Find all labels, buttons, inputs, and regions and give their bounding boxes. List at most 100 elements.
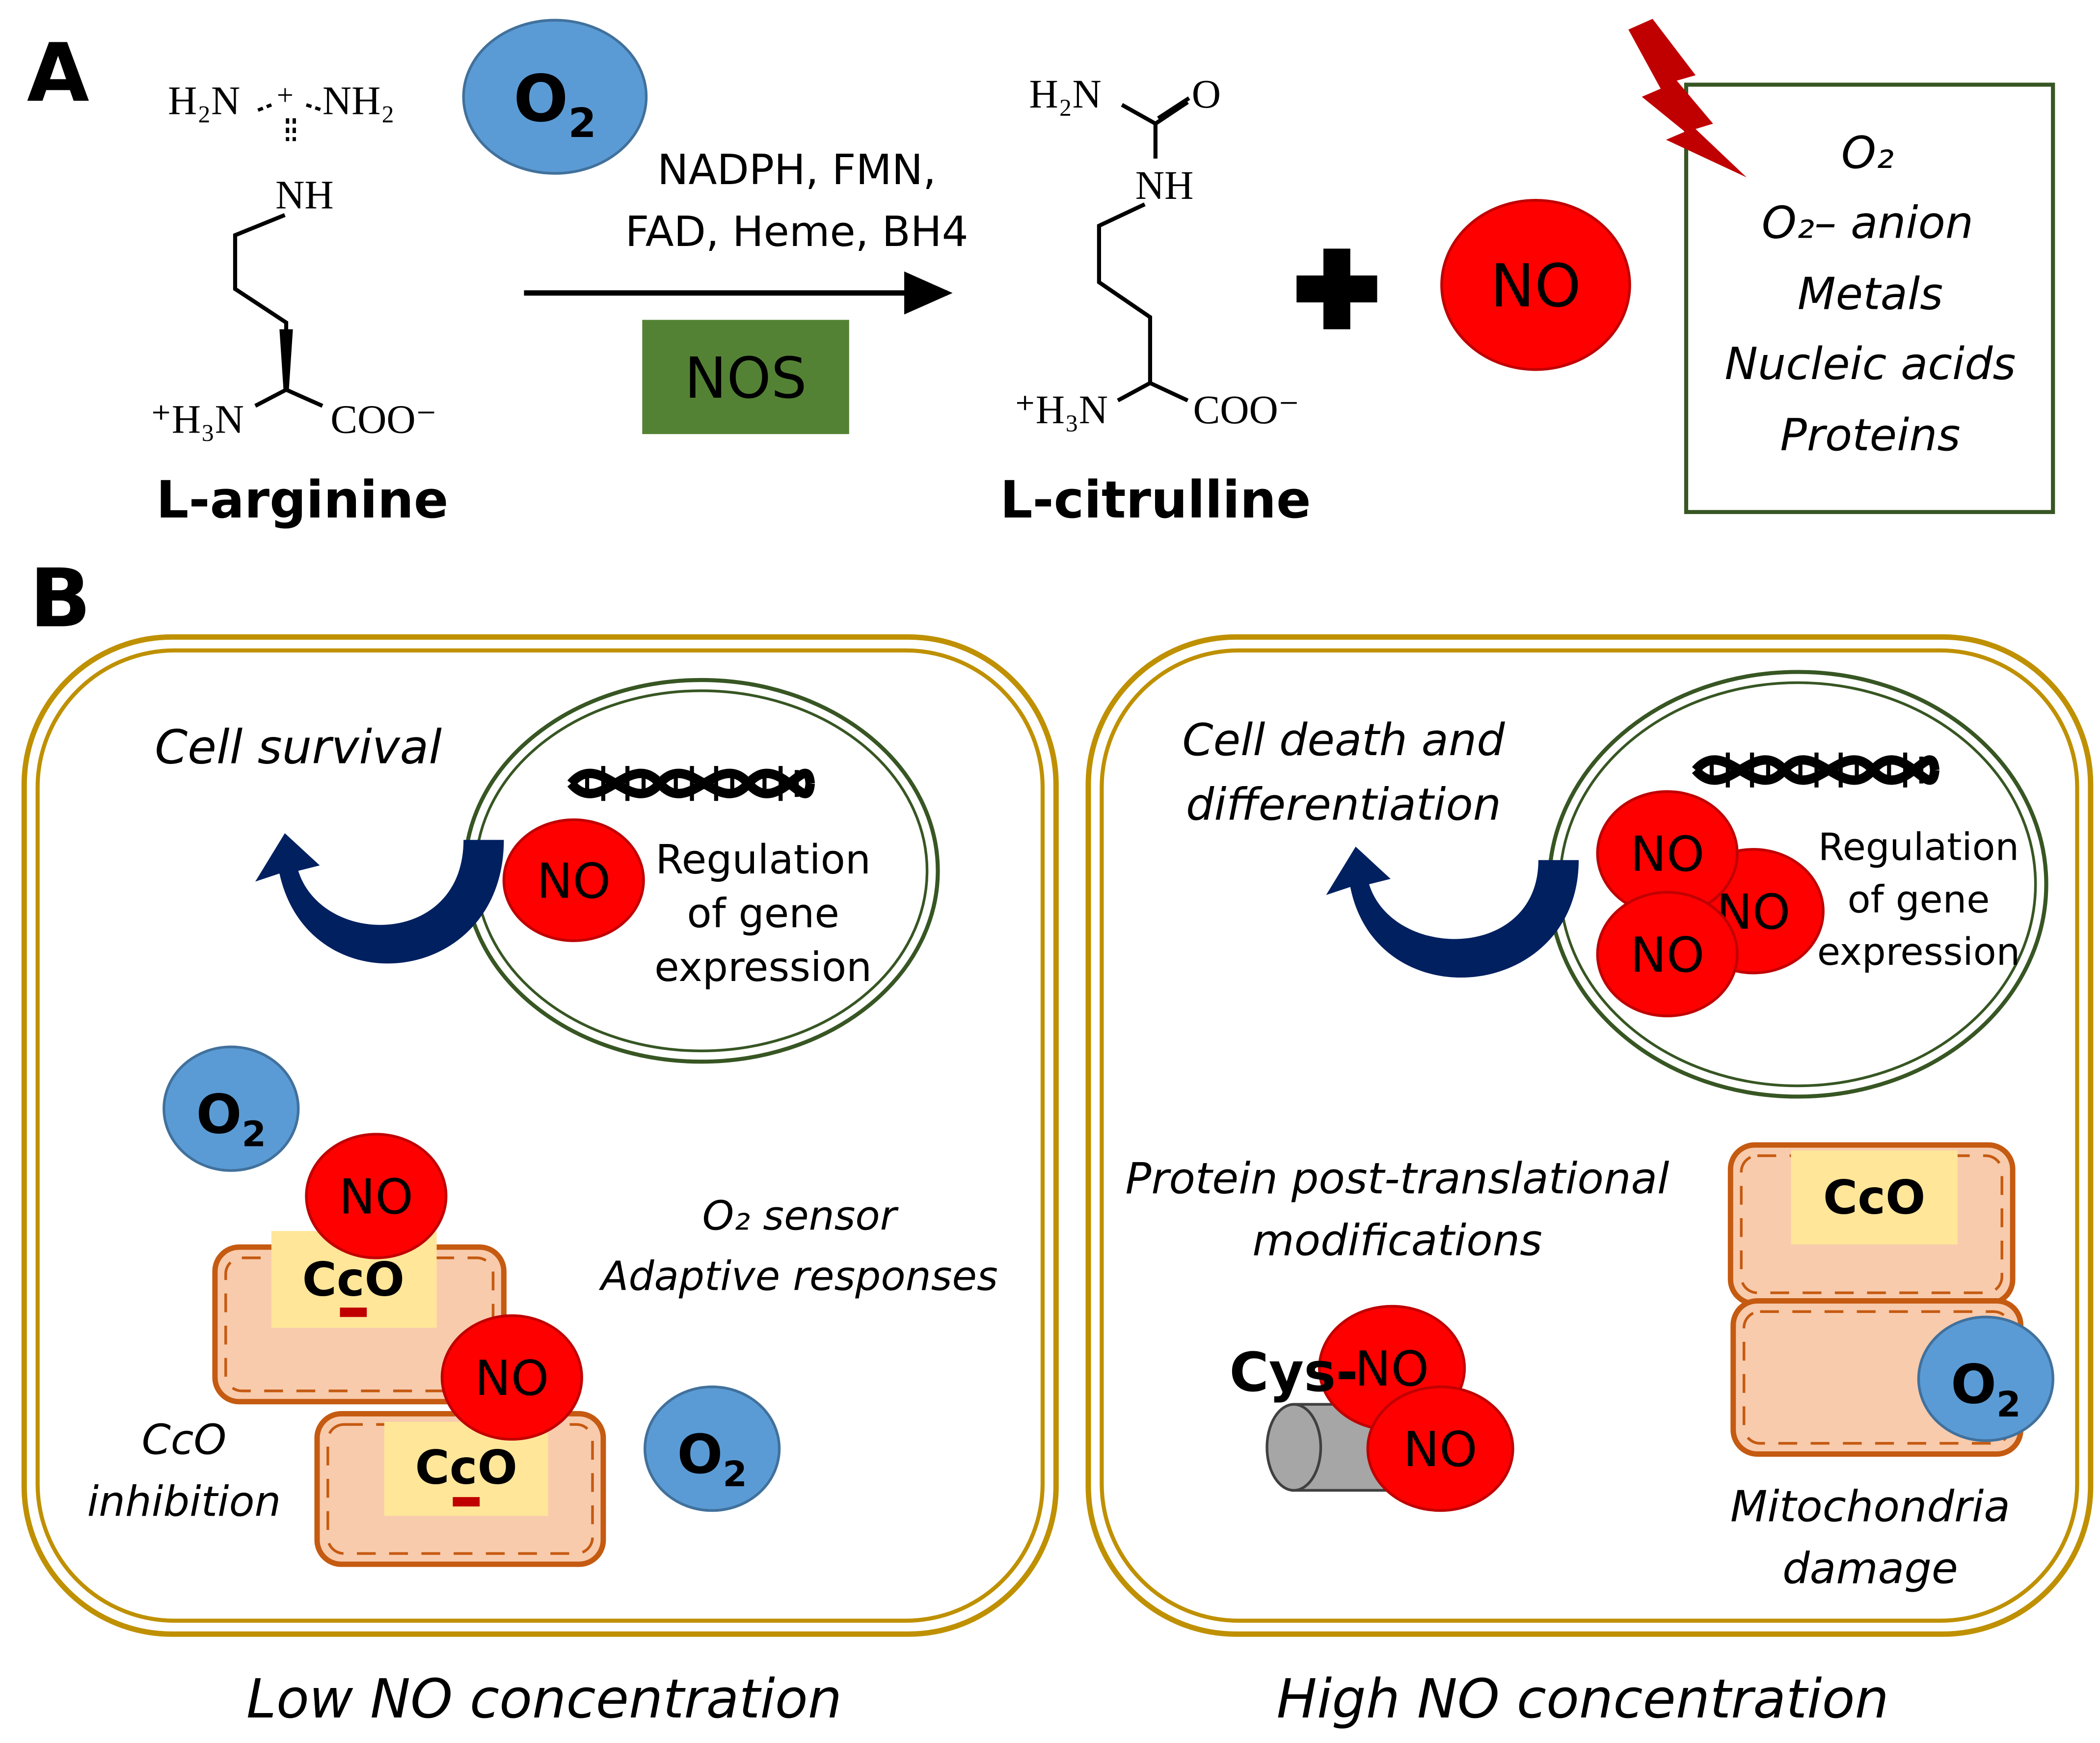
- low-nucleus-no-label: NO: [537, 853, 611, 909]
- high-cco-label: CcO: [1823, 1170, 1926, 1225]
- targets-box: O₂ O₂– anion Metals Nucleic acids Protei…: [1684, 82, 2055, 514]
- oxygen-bubble: [462, 19, 648, 175]
- arginine-carboxyl: COO⁻: [330, 397, 437, 441]
- nos-enzyme-box: NOS: [642, 320, 849, 435]
- target-5: Proteins: [1780, 409, 1960, 461]
- citrulline-urea-bonds: [1121, 96, 1190, 159]
- high-nucleus-no-label-1: NO: [1630, 827, 1704, 883]
- low-no-mid-label: NO: [475, 1351, 549, 1407]
- high-ptm-line-1: Protein post-translational: [1126, 1154, 1669, 1204]
- high-nucleus-no-label-3: NO: [1630, 927, 1704, 983]
- l-citrulline-structure: H₂N O NH ⁺H₃N COO⁻ L-citrulline: [1000, 72, 1311, 530]
- low-nucleus-no-bubble: [502, 818, 645, 942]
- arginine-alpha-bonds: [254, 388, 323, 408]
- low-cell-membrane-outer: [21, 634, 1059, 1637]
- low-survival-arrow: [255, 833, 504, 964]
- citrulline-carboxyl: COO⁻: [1193, 387, 1299, 432]
- oxygen-reactant: O2: [462, 19, 648, 175]
- citrulline-h2n: H₂N: [1029, 72, 1102, 116]
- cofactors-line-2: FAD, Heme, BH4: [625, 208, 969, 256]
- arginine-charge: +: [277, 79, 294, 112]
- arginine-nh2-right: NH₂: [323, 79, 395, 123]
- panel-a-label: A: [27, 26, 89, 120]
- low-inhibition-line-2: inhibition: [87, 1477, 281, 1526]
- high-cell-membrane-outer: [1085, 634, 2094, 1637]
- low-o2-bottom-label: O2: [677, 1423, 747, 1495]
- high-caption: High NO concentration: [1277, 1667, 1889, 1730]
- arginine-name: L-arginine: [156, 470, 448, 530]
- high-cys-label: Cys-: [1229, 1341, 1358, 1404]
- no-product-bubble: [1440, 199, 1631, 371]
- no-product-label: NO: [1490, 252, 1581, 321]
- citrulline-amine: ⁺H₃N: [1014, 387, 1108, 432]
- high-outcome-line-1: Cell death and: [1183, 714, 1506, 766]
- low-regulation-line-2: of gene: [687, 891, 839, 937]
- citrulline-oxygen: O: [1192, 72, 1221, 116]
- no-product: NO: [1440, 199, 1631, 371]
- arginine-h2n-left: H₂N: [168, 79, 240, 123]
- high-regulation-line-2: of gene: [1848, 878, 1990, 922]
- nos-box: [642, 320, 849, 435]
- low-sensor-line-1: O₂ sensor: [702, 1193, 899, 1239]
- citrulline-alpha-bonds: [1117, 381, 1189, 403]
- low-o2-bottom-bubble: [644, 1385, 781, 1512]
- low-o2-top-label: O2: [196, 1083, 266, 1154]
- high-dna-icon: [1692, 752, 1939, 788]
- targets-border: [1684, 82, 2055, 514]
- target-2: O₂– anion: [1762, 197, 1973, 248]
- low-caption: Low NO concentration: [246, 1667, 842, 1730]
- target-4: Nucleic acids: [1724, 338, 2016, 390]
- high-mitochondrion-1: CcO: [1727, 1142, 2016, 1307]
- low-cco-2-inhibitor-mark: [453, 1497, 480, 1507]
- high-regulation-line-1: Regulation: [1818, 826, 2019, 870]
- arginine-chain: [233, 213, 289, 390]
- high-o2-label: O2: [1951, 1353, 2021, 1425]
- low-no-top-bubble: [305, 1133, 448, 1259]
- arginine-stereo-wedge: [279, 329, 293, 390]
- high-cys-no-label-2: NO: [1403, 1422, 1477, 1478]
- high-o2-bubble: [1917, 1315, 2054, 1442]
- high-cys-no-label-1: NO: [1355, 1341, 1429, 1397]
- low-cco-1-inhibitor-mark: [340, 1307, 367, 1317]
- low-outcome-label: Cell survival: [155, 720, 442, 775]
- arginine-amine: ⁺H₃N: [151, 397, 244, 441]
- high-damage-line-2: damage: [1782, 1543, 1958, 1593]
- low-cco-1-label: CcO: [302, 1252, 405, 1307]
- low-regulation-line-1: Regulation: [655, 837, 870, 883]
- high-regulation-line-3: expression: [1817, 930, 2020, 974]
- low-cco-2-label: CcO: [415, 1440, 518, 1495]
- low-o2-top-bubble: [162, 1045, 300, 1172]
- target-1: O₂: [1841, 127, 1894, 179]
- l-arginine-structure: H₂N + NH₂ NH ⁺H₃N COO⁻ L-arginine: [151, 79, 449, 530]
- lightning-bolt-icon: [1628, 19, 1747, 178]
- low-no-top-label: NO: [339, 1170, 413, 1226]
- oxygen-label: O2: [513, 61, 596, 147]
- high-cys-no-bubble-2: [1366, 1385, 1514, 1512]
- high-cell-membrane-inner: [1100, 648, 2079, 1623]
- high-death-arrow: [1326, 846, 1579, 978]
- citrulline-nh: NH: [1135, 163, 1194, 208]
- citrulline-chain: [1097, 202, 1153, 383]
- target-3: Metals: [1798, 269, 1943, 320]
- high-outcome-line-2: differentiation: [1186, 779, 1501, 831]
- low-regulation-line-3: expression: [654, 944, 872, 991]
- high-ptm-line-2: modifications: [1252, 1215, 1542, 1265]
- low-dna-icon: [567, 766, 815, 801]
- citrulline-name: L-citrulline: [1000, 470, 1311, 530]
- high-no-cell: Cell death and differentiation NO NO NO …: [1085, 634, 2094, 1637]
- nos-label: NOS: [684, 346, 807, 411]
- high-nucleus-no-bubble-3: [1596, 891, 1739, 1017]
- low-mitochondrion-2: CcO: [314, 1411, 606, 1567]
- cofactors-line-1: NADPH, FMN,: [657, 146, 936, 194]
- low-cell-membrane-inner: [35, 648, 1045, 1623]
- low-no-mid-bubble: [440, 1314, 583, 1441]
- low-inhibition-line-1: CcO: [142, 1416, 227, 1465]
- panel-b-label: B: [29, 551, 91, 645]
- high-damage-line-1: Mitochondria: [1730, 1481, 2010, 1531]
- low-no-cell: Cell survival NO Regulation of gene expr…: [21, 634, 1059, 1637]
- high-cco-box: [1791, 1150, 1958, 1245]
- arginine-nh: NH: [275, 172, 334, 217]
- plus-sign-icon: +: [1296, 248, 1377, 329]
- low-sensor-line-2: Adaptive responses: [598, 1253, 997, 1300]
